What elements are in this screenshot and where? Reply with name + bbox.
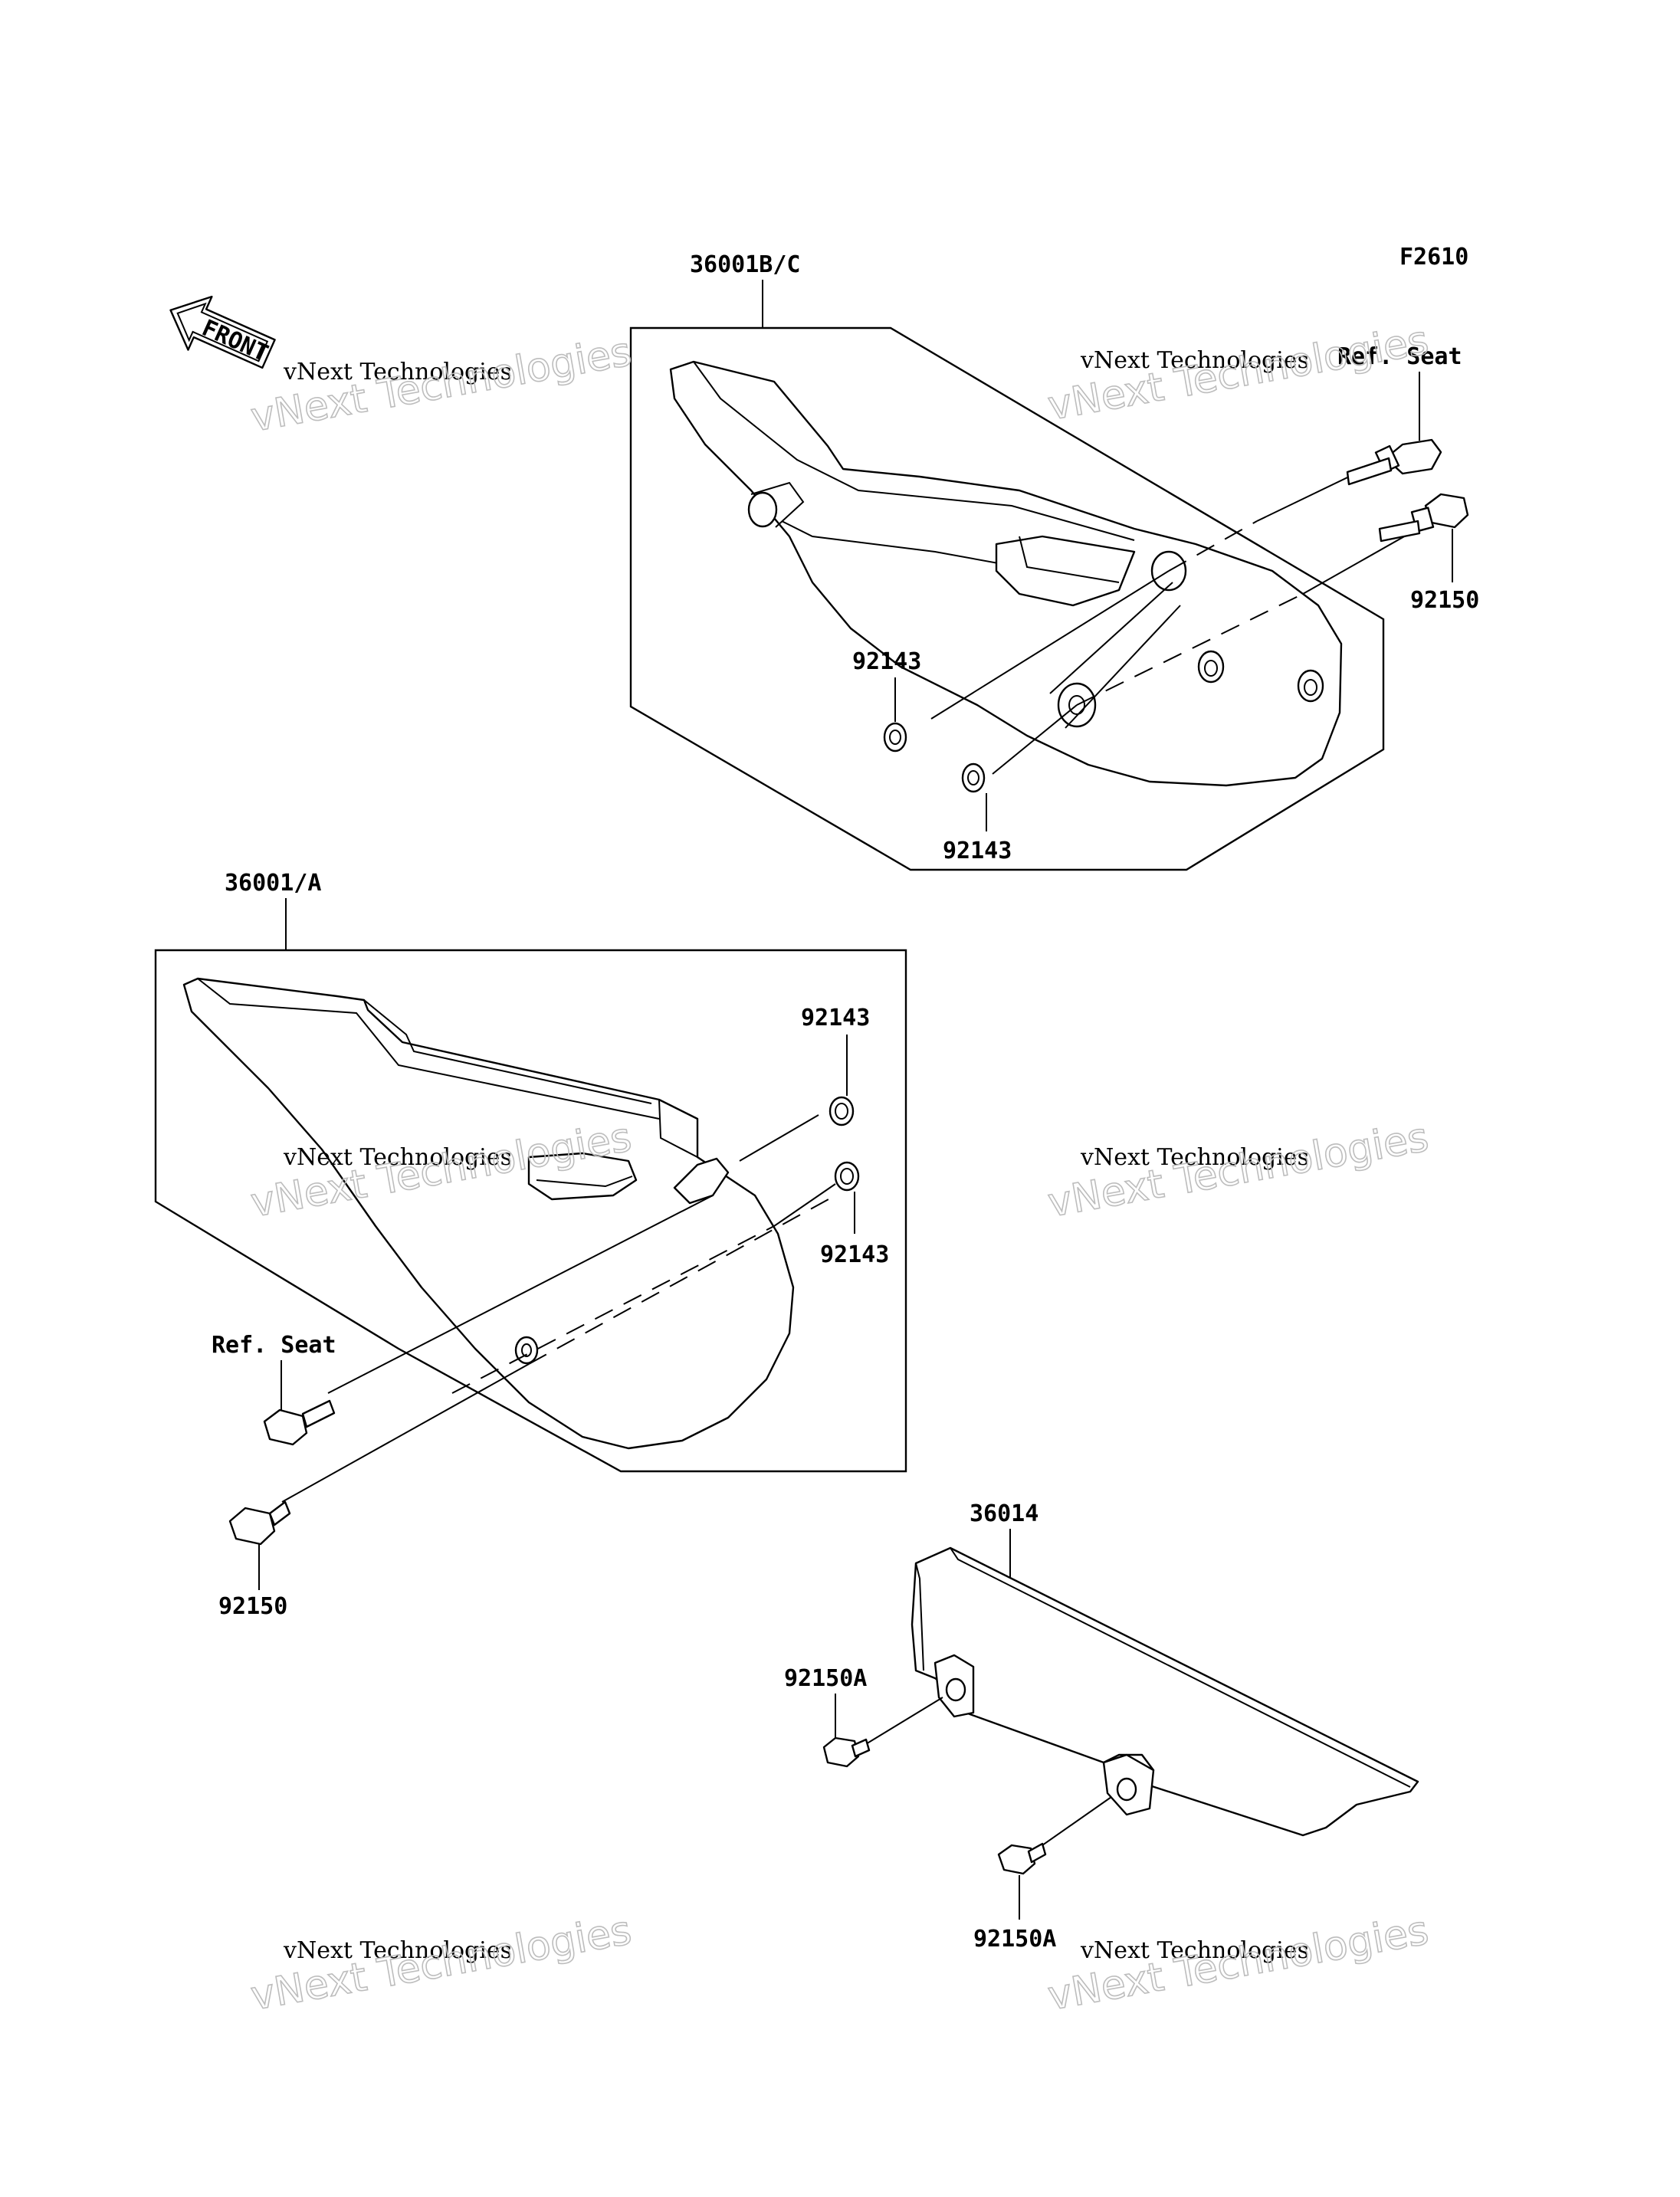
svg-text:vNext Technologies: vNext Technologies — [1045, 1907, 1432, 2019]
label-36001bc: 36001B/C — [690, 251, 801, 278]
label-92150a-2: 92150A — [973, 1926, 1056, 1953]
label-ref-seat-top: Ref. Seat — [1337, 343, 1462, 370]
ref-seat-bolt-top — [1346, 438, 1442, 486]
svg-text:vNext Technologies: vNext Technologies — [248, 1907, 635, 2019]
chain-bolt-92150a-1 — [822, 1736, 871, 1768]
watermark-6: vNext Technologies vNext Technologies — [1044, 1907, 1432, 2020]
bolt-92150-left — [228, 1500, 291, 1546]
washer-92143-top-1 — [883, 722, 907, 753]
svg-text:vNext Technologies: vNext Technologies — [1080, 1937, 1309, 1964]
label-92150-top: 92150 — [1410, 587, 1479, 614]
label-ref-seat-left: Ref. Seat — [212, 1332, 336, 1359]
ref-seat-bolt-left — [263, 1399, 336, 1446]
label-92143-left-1: 92143 — [801, 1005, 870, 1031]
assembly-frame-left — [154, 949, 907, 1473]
watermark-2: vNext Technologies vNext Technologies — [1044, 316, 1432, 430]
label-92150-left: 92150 — [218, 1593, 287, 1620]
bolt-92150-top — [1378, 493, 1469, 543]
svg-text:vNext Technologies: vNext Technologies — [283, 1937, 512, 1964]
label-92143-top-1: 92143 — [852, 648, 921, 675]
svg-text:vNext Technologies: vNext Technologies — [1045, 1114, 1432, 1226]
washer-92143-left-2 — [834, 1161, 860, 1192]
washer-92143-left-1 — [829, 1096, 855, 1126]
svg-text:vNext Technologies: vNext Technologies — [1045, 317, 1432, 429]
label-36014: 36014 — [970, 1500, 1039, 1527]
watermark-1: vNext Technologies vNext Technologies — [247, 328, 635, 441]
svg-text:vNext Technologies: vNext Technologies — [1080, 347, 1309, 374]
label-36001a: 36001/A — [225, 870, 321, 897]
svg-text:vNext Technologies: vNext Technologies — [283, 1144, 512, 1171]
svg-text:vNext Technologies: vNext Technologies — [283, 359, 512, 385]
label-92143-top-2: 92143 — [943, 838, 1012, 864]
svg-text:vNext Technologies: vNext Technologies — [1080, 1144, 1309, 1171]
chain-bolt-92150a-2 — [997, 1842, 1047, 1875]
assembly-frame-top — [629, 326, 1385, 871]
watermark-4: vNext Technologies vNext Technologies — [1044, 1113, 1432, 1227]
side-cover-left — [182, 977, 795, 1450]
label-92143-left-2: 92143 — [820, 1241, 889, 1268]
watermark-5: vNext Technologies vNext Technologies — [247, 1907, 635, 2020]
front-arrow-icon: FRONT — [169, 295, 276, 369]
side-cover-right — [669, 360, 1343, 787]
washer-92143-top-2 — [961, 762, 986, 793]
svg-text:vNext Technologies: vNext Technologies — [248, 329, 635, 441]
figure-code: F2610 — [1399, 244, 1468, 271]
label-92150a-1: 92150A — [784, 1665, 867, 1692]
chain-cover — [911, 1546, 1419, 1837]
